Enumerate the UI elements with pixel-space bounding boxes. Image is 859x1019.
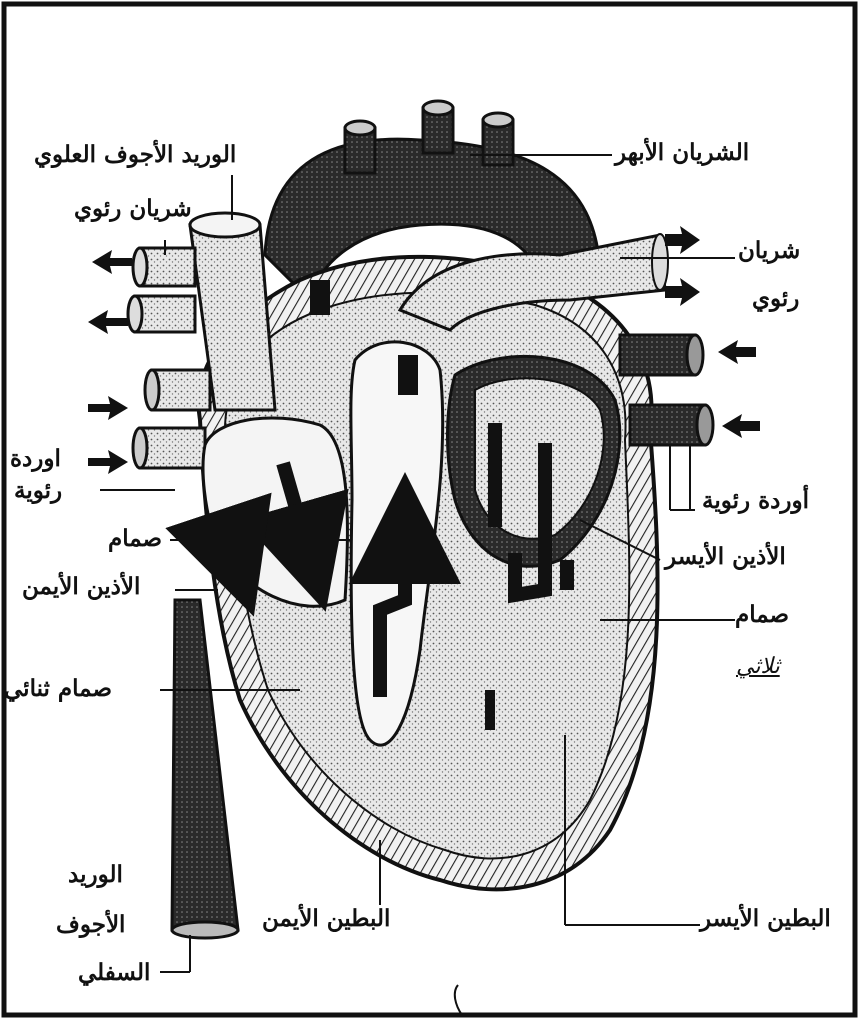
label-valve-right: صمام — [735, 602, 789, 628]
label-ivc-1: الوريد — [68, 862, 123, 888]
label-aorta: الشريان الأبهر — [615, 140, 749, 166]
page-mark — [455, 985, 462, 1015]
label-ivc-3: السفلي — [78, 960, 150, 986]
label-pulmonary-artery-right-1: شريان — [738, 238, 800, 264]
label-bicuspid-valve: صمام ثنائي — [4, 676, 112, 702]
label-pulmonary-veins-right: أوردة رئوية — [702, 488, 809, 514]
label-left-atrium: الأذين الأيسر — [665, 544, 786, 570]
label-valve-left: صمام — [108, 526, 162, 552]
left-pulmonary-artery — [128, 248, 195, 332]
label-pulmonary-veins-left-1: اوردة — [10, 446, 61, 472]
svc-opening — [190, 213, 260, 237]
label-tricuspid-handwritten: ثلاثي — [736, 654, 780, 679]
left-arrows — [88, 250, 132, 474]
label-pulmonary-artery-right-2: رئوي — [752, 286, 799, 312]
label-right-atrium: الأذين الأيمن — [22, 574, 140, 600]
label-pulmonary-veins-left-2: رئوية — [14, 478, 62, 504]
ivc-opening — [172, 922, 238, 938]
label-right-ventricle: البطين الأيمن — [262, 906, 390, 932]
label-ivc-2: الأجوف — [56, 912, 125, 938]
label-pulmonary-artery-left: شريان رئوي — [74, 196, 192, 222]
label-superior-vena-cava: الوريد الأجوف العلوي — [34, 142, 236, 168]
label-left-ventricle: البطين الأيسر — [700, 906, 831, 932]
